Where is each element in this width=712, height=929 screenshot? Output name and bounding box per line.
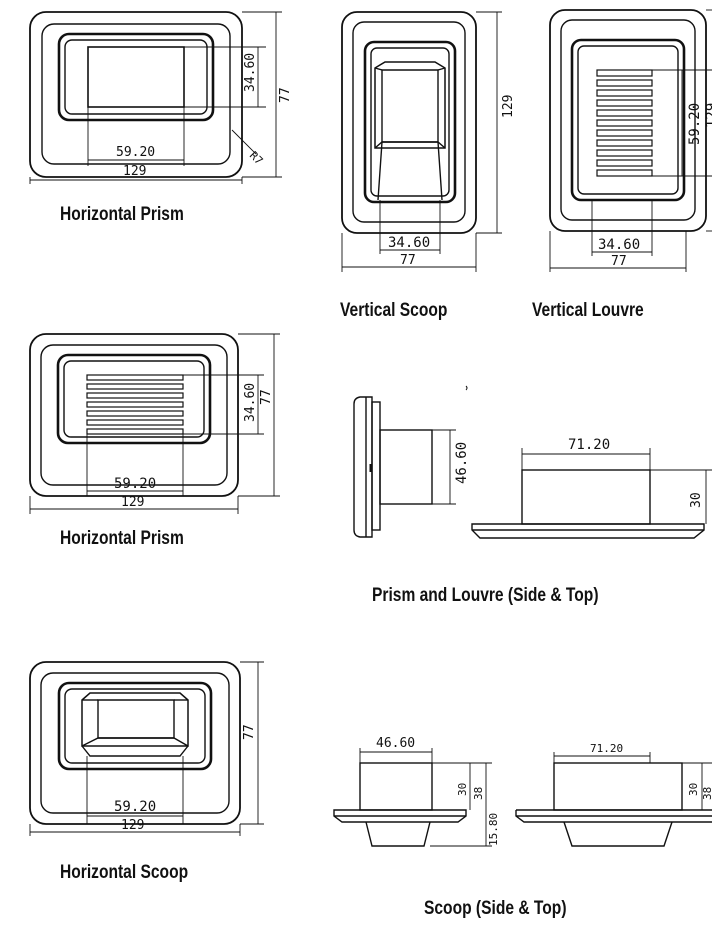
caption-prism-louvre-side-top: Prism and Louvre (Side & Top) — [372, 585, 599, 606]
hp2-width-inner: 59.20 — [114, 476, 156, 492]
vs-width-inner: 34.60 — [388, 235, 430, 251]
hp1-width-outer: 129 — [123, 164, 146, 179]
sc-side-h3: 15.80 — [487, 813, 500, 846]
sc-top-width: 71.20 — [590, 742, 623, 755]
hs-height-outer: 77 — [242, 724, 257, 740]
vl-height-outer: 129 — [704, 103, 712, 128]
sc-side-width: 46.60 — [376, 736, 415, 751]
horizontal-prism-drawing-1 — [29, 11, 282, 184]
hs-width-inner: 59.20 — [114, 799, 156, 815]
vs-width-outer: 77 — [400, 253, 416, 268]
vs-height-outer: 129 — [501, 95, 516, 118]
caption-horizontal-scoop: Horizontal Scoop — [60, 862, 189, 883]
vl-height-inner: 59.20 — [687, 103, 703, 145]
hp2-height-outer: 77 — [259, 389, 274, 405]
vl-width-inner: 34.60 — [598, 237, 640, 253]
hp1-height-outer: 77 — [278, 87, 293, 103]
hp1-height-inner: 34.60 — [243, 53, 258, 92]
pl-top-height: 30 — [689, 492, 704, 508]
prism-louvre-side-view — [353, 385, 468, 538]
vertical-louvre-drawing — [549, 9, 712, 272]
sc-top-h1: 30 — [687, 783, 700, 796]
caption-horizontal-prism-1: Horizontal Prism — [60, 204, 184, 225]
caption-vertical-louvre: Vertical Louvre — [532, 300, 644, 321]
hp1-radius: R7 — [247, 149, 266, 168]
prism-louvre-top-view — [471, 448, 712, 539]
caption-vertical-scoop: Vertical Scoop — [340, 300, 448, 321]
vl-width-outer: 77 — [611, 254, 627, 269]
sc-side-h1: 30 — [456, 783, 469, 796]
caption-scoop-side-top: Scoop (Side & Top) — [424, 898, 567, 919]
scoop-side-view — [333, 748, 492, 847]
vertical-scoop-drawing — [341, 11, 502, 272]
horizontal-prism-drawing-2 — [29, 333, 280, 514]
hp2-height-inner: 34.60 — [243, 383, 258, 422]
pl-top-width: 71.20 — [568, 437, 610, 453]
hs-width-outer: 129 — [121, 818, 144, 833]
scoop-top-view — [515, 752, 712, 847]
hp2-width-outer: 129 — [121, 495, 144, 510]
sc-side-h2: 38 — [472, 787, 485, 800]
sc-top-h2: 38 — [701, 787, 712, 800]
caption-horizontal-prism-2: Horizontal Prism — [60, 528, 184, 549]
horizontal-scoop-drawing — [29, 661, 264, 836]
pl-side-depth: 46.60 — [454, 442, 470, 484]
hp1-width-inner: 59.20 — [116, 145, 155, 160]
